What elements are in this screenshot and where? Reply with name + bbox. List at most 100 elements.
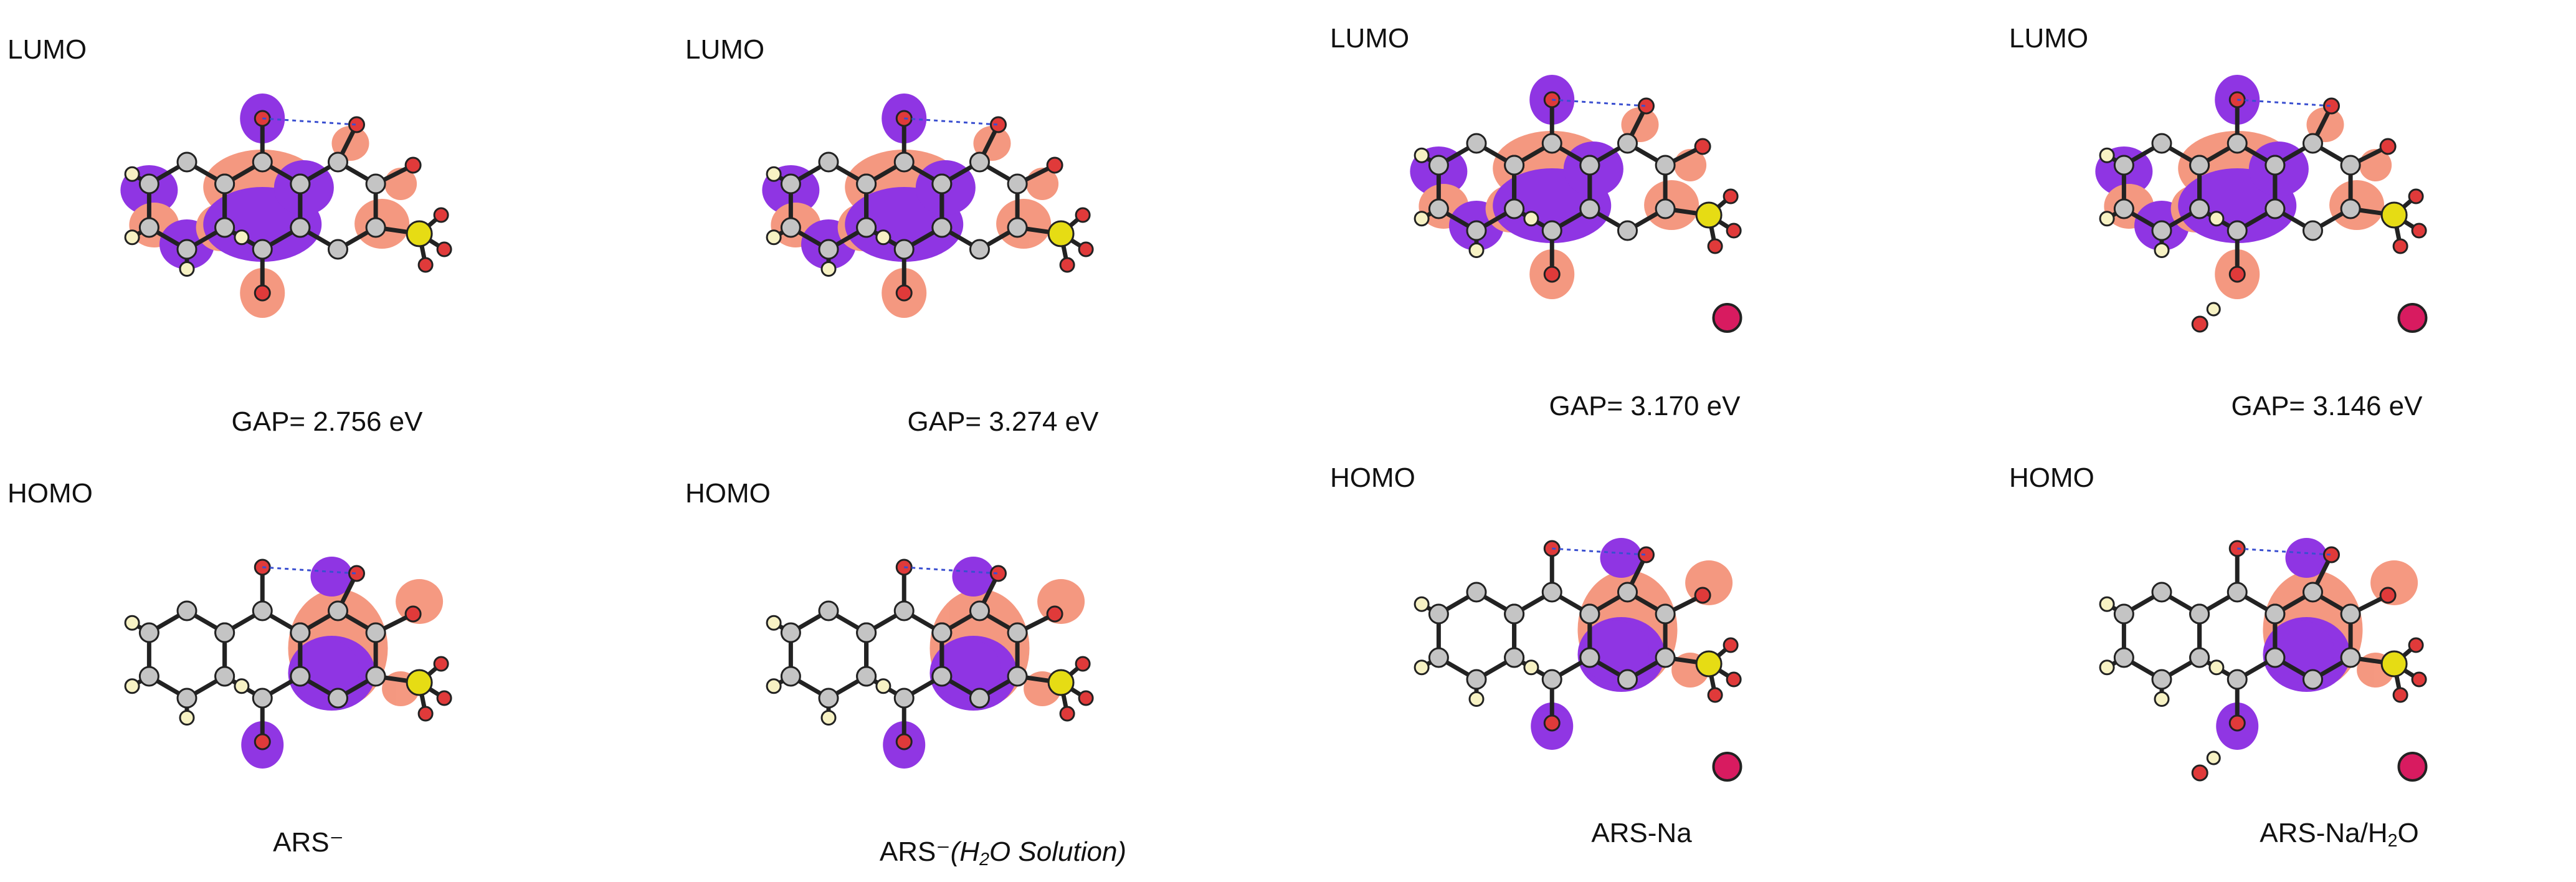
carbon-atom [1617,220,1638,241]
carbon-atom [1579,647,1600,668]
sulfur-atom [1695,201,1723,229]
gap-value-1: GAP= 2.756 eV [231,406,423,437]
carbon-atom [1504,198,1525,219]
carbon-atom [214,666,235,687]
sulfur-atom [2380,201,2408,229]
carbon-atom [365,622,386,643]
hydrogen-bond [262,117,357,126]
hydrogen-bond [262,566,357,575]
molecule-name-3-text: ARS-Na [1591,818,1692,848]
homo-label-2: HOMO [685,478,771,509]
carbon-atom [176,688,197,709]
oxygen-atom [2408,637,2424,653]
carbon-atom [252,239,273,260]
carbon-atom [1428,155,1449,176]
oxygen-atom [2228,714,2246,732]
carbon-atom [931,666,953,687]
hydrogen-atom [1414,147,1430,163]
carbon-atom [2113,603,2134,625]
lobe-p [932,639,1001,701]
carbon-atom [1504,647,1525,668]
hydrogen-atom [124,229,140,246]
oxygen-atom [404,156,422,174]
oxygen-atom [417,706,434,722]
oxygen-atom [989,116,1007,133]
atoms-homo-3 [1414,540,1742,732]
hydrogen-bond [2237,547,2332,556]
hydrogen-bond [904,117,999,126]
carbon-atom [2227,133,2248,154]
carbon-atom [1655,603,1676,625]
hydrogen-atom [234,678,250,694]
hydrogen-bond [2237,98,2332,107]
carbon-atom [290,173,311,194]
oxygen-atom [2411,671,2427,688]
oxygen-atom [348,565,365,582]
carbon-atom [1579,603,1600,625]
carbon-atom [252,151,273,173]
carbon-atom [1428,603,1449,625]
atoms-lumo-1 [124,110,452,302]
oxygen-atom [433,207,449,223]
oxygen-atom [254,733,271,750]
carbon-atom [2151,220,2172,241]
molecule-homo-3 [1414,538,1742,782]
orbital-lobes-homo-2 [883,557,1085,769]
carbon-atom [214,173,235,194]
carbon-atom [856,622,877,643]
oxygen-atom [1694,138,1711,155]
carbon-atom [856,217,877,238]
molecule-name-4-main: ARS-Na/H [2260,818,2388,848]
hydrogen-atom [820,710,837,726]
hydrogen-atom [179,261,195,277]
carbon-atom [327,688,348,709]
carbon-atom [1541,582,1562,603]
carbon-atom [138,173,159,194]
sulfur-atom [406,669,433,696]
carbon-atom [2189,155,2210,176]
molecule-lumo-2 [762,93,1094,318]
carbon-atom [214,622,235,643]
atoms-lumo-2 [766,110,1094,302]
oxygen-atom [1046,605,1063,623]
water-oxygen [2191,315,2208,333]
sulfur-atom [1695,650,1723,678]
oxygen-atom [1637,546,1655,563]
carbon-atom [2340,155,2361,176]
lumo-label-4: LUMO [2009,23,2089,54]
molecule-name-2-h: H [959,836,980,867]
molecule-name-4-sub: 2 [2387,831,2398,851]
carbon-atom [138,622,159,643]
oxygen-atom [1723,188,1739,204]
carbon-atom [176,151,197,173]
carbon-atom [1617,669,1638,690]
oxygen-atom [2408,188,2424,204]
oxygen-atom [254,284,271,302]
oxygen-atom [404,605,422,623]
carbon-atom [1007,666,1028,687]
oxygen-atom [895,284,913,302]
sodium-ion [2397,303,2428,333]
carbon-atom [2189,198,2210,219]
homo-label-1: HOMO [7,478,93,509]
carbon-atom [1617,133,1638,154]
homo-label-4: HOMO [2009,463,2094,493]
carbon-atom [2265,647,2286,668]
carbon-atom [214,217,235,238]
orbital-lobes-lumo-3 [1410,75,1707,299]
orbital-lobes-lumo-1 [120,93,417,318]
carbon-atom [969,151,990,173]
carbon-atom [2151,582,2172,603]
hydrogen-atom [2208,659,2225,676]
carbon-atom [176,600,197,621]
oxygen-atom [1543,266,1561,283]
hydrogen-atom [1523,211,1539,227]
carbon-atom [1428,198,1449,219]
carbon-atom [138,217,159,238]
oxygen-atom [1694,587,1711,604]
carbon-atom [2151,133,2172,154]
carbon-atom [856,173,877,194]
oxygen-atom [1059,257,1075,273]
carbon-atom [2302,582,2323,603]
